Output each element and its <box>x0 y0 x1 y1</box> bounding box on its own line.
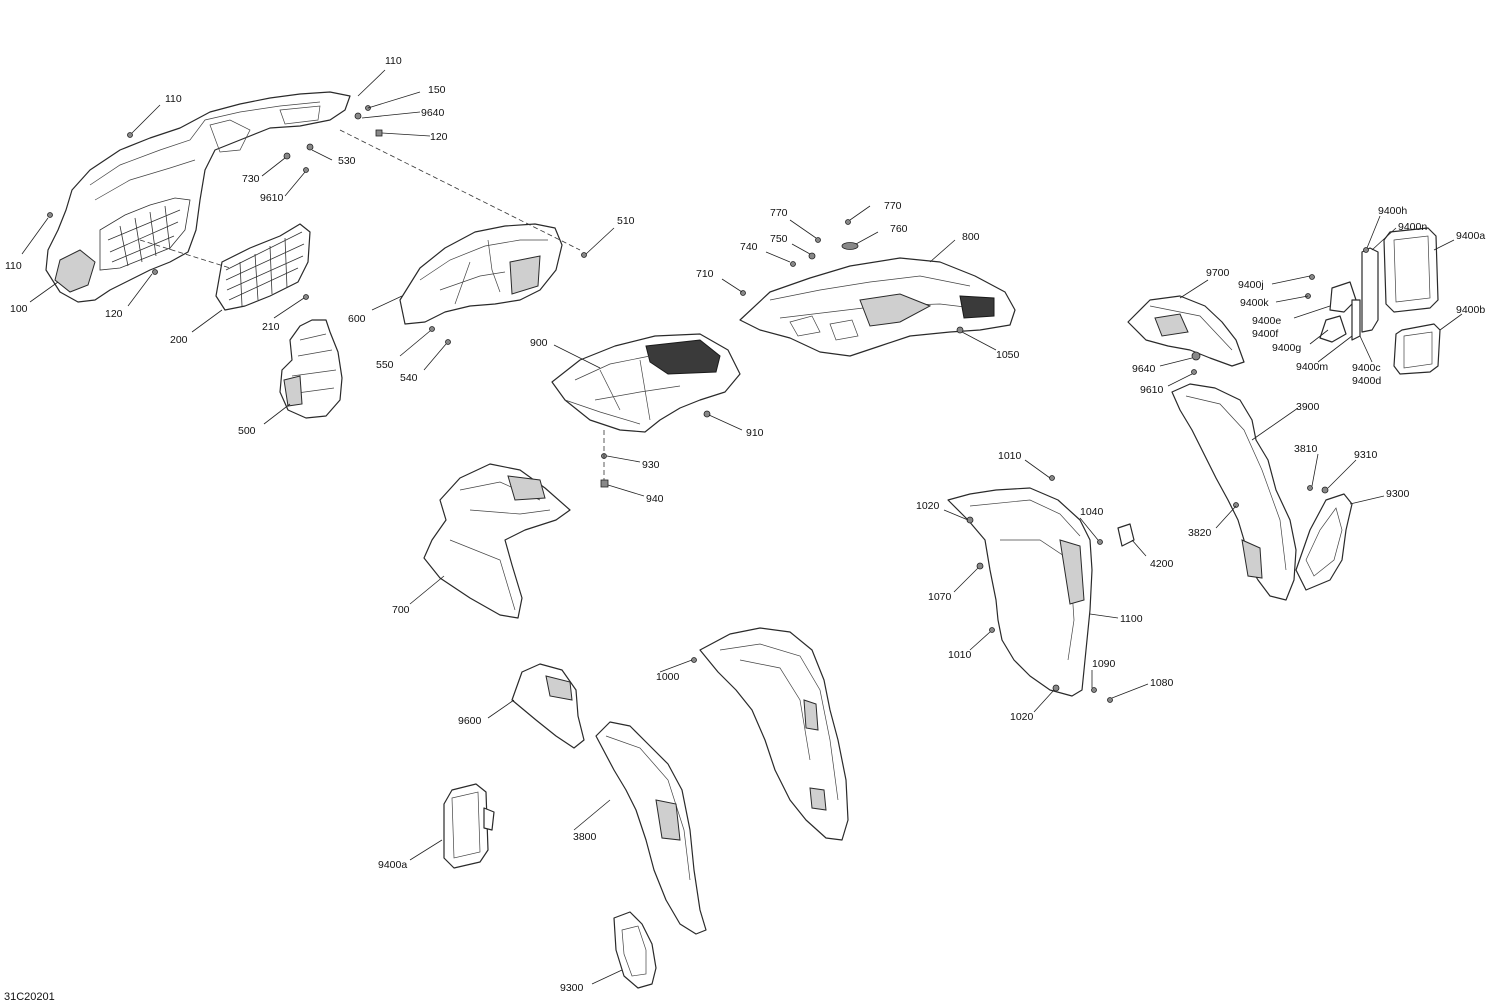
callout-9400a: 9400a <box>378 859 407 871</box>
callout-1040: 1040 <box>1080 506 1104 518</box>
callout-110: 110 <box>5 260 22 272</box>
callout-120: 120 <box>105 308 123 320</box>
callout-710: 710 <box>696 268 714 280</box>
part-1000-side-panel[interactable] <box>699 627 849 841</box>
callout-600: 600 <box>348 313 366 325</box>
callout-100: 100 <box>10 303 28 315</box>
callout-4200: 4200 <box>1150 558 1174 570</box>
callout-9400b: 9400b <box>1456 304 1485 316</box>
part-9300-mudflap-left[interactable] <box>613 911 657 989</box>
callout-530: 530 <box>338 155 356 167</box>
assembly-dashed-lines <box>139 129 605 480</box>
callout-700: 700 <box>392 604 410 616</box>
callout-930: 930 <box>642 459 660 471</box>
callout-9400m: 9400m <box>1296 361 1328 373</box>
part-9400-mirror-assembly[interactable] <box>1319 227 1441 375</box>
part-9600-bracket[interactable] <box>511 663 585 749</box>
callout-150: 150 <box>428 84 446 96</box>
part-1100-console-side[interactable] <box>947 487 1135 697</box>
leader-lines <box>21 69 1463 985</box>
callout-1080: 1080 <box>1150 677 1174 689</box>
part-700-lower-side-panel[interactable] <box>423 463 571 619</box>
callout-9400c: 9400c <box>1352 362 1381 374</box>
part-200-grille[interactable] <box>215 223 311 311</box>
callout-1020: 1020 <box>916 500 940 512</box>
callout-9400a: 9400a <box>1456 230 1485 242</box>
callout-3800: 3800 <box>573 831 597 843</box>
callout-9400e: 9400e <box>1252 315 1281 327</box>
callout-9700: 9700 <box>1206 267 1230 279</box>
callout-120: 120 <box>430 131 448 143</box>
callout-3820: 3820 <box>1188 527 1212 539</box>
callout-9640: 9640 <box>421 107 445 119</box>
callout-770: 770 <box>884 200 902 212</box>
callout-940: 940 <box>646 493 664 505</box>
callout-760: 760 <box>890 223 908 235</box>
callout-800: 800 <box>962 231 980 243</box>
callout-1010: 1010 <box>998 450 1022 462</box>
callout-1100: 1100 <box>1120 613 1143 625</box>
callout-9300: 9300 <box>1386 488 1410 500</box>
callout-9400n: 9400n <box>1398 221 1427 233</box>
callout-9300: 9300 <box>560 982 584 994</box>
callout-770: 770 <box>770 207 788 219</box>
callout-9400j: 9400j <box>1238 279 1264 291</box>
drawing-code: 31C20201 <box>4 991 55 1003</box>
callout-1010: 1010 <box>948 649 972 661</box>
callout-9600: 9600 <box>458 715 482 727</box>
callout-labels: 110 150 9640 120 110 530 730 9610 110 10… <box>5 55 1485 994</box>
callout-900: 900 <box>530 337 548 349</box>
callout-510: 510 <box>617 215 635 227</box>
part-900-hood[interactable] <box>551 333 741 433</box>
callout-550: 550 <box>376 359 394 371</box>
part-9400a-mirror-left[interactable] <box>443 783 495 869</box>
callout-540: 540 <box>400 372 418 384</box>
callout-740: 740 <box>740 241 758 253</box>
callout-110: 110 <box>165 93 182 105</box>
part-800-rear-cover[interactable] <box>739 257 1016 357</box>
callout-210: 210 <box>262 321 280 333</box>
callout-3900: 3900 <box>1296 401 1320 413</box>
callout-1000: 1000 <box>656 671 680 683</box>
callout-200: 200 <box>170 334 188 346</box>
part-600-inner-front-panel[interactable] <box>399 223 563 325</box>
part-3900-right-fender[interactable] <box>1171 383 1297 601</box>
callout-9610: 9610 <box>260 192 284 204</box>
part-500-bracket[interactable] <box>279 319 343 419</box>
callout-9610: 9610 <box>1140 384 1164 396</box>
callout-910: 910 <box>746 427 764 439</box>
callout-730: 730 <box>242 173 260 185</box>
callout-1070: 1070 <box>928 591 952 603</box>
part-9700-bracket[interactable] <box>1127 295 1245 367</box>
callout-9400h: 9400h <box>1378 205 1407 217</box>
callout-3810: 3810 <box>1294 443 1318 455</box>
callout-1050: 1050 <box>996 349 1020 361</box>
callout-110: 110 <box>385 55 402 67</box>
callout-750: 750 <box>770 233 788 245</box>
callout-9400g: 9400g <box>1272 342 1301 354</box>
hardware-fasteners <box>47 105 1369 703</box>
part-3800-left-fender[interactable] <box>595 721 707 935</box>
callout-9640: 9640 <box>1132 363 1156 375</box>
callout-500: 500 <box>238 425 256 437</box>
callout-9310: 9310 <box>1354 449 1378 461</box>
callout-9400f: 9400f <box>1252 328 1278 340</box>
part-9300-mudflap-right[interactable] <box>1295 493 1353 591</box>
part-100-front-fascia[interactable] <box>45 91 351 303</box>
callout-1090: 1090 <box>1092 658 1116 670</box>
callout-9400d: 9400d <box>1352 375 1381 387</box>
callout-1020: 1020 <box>1010 711 1034 723</box>
callout-9400k: 9400k <box>1240 297 1269 309</box>
